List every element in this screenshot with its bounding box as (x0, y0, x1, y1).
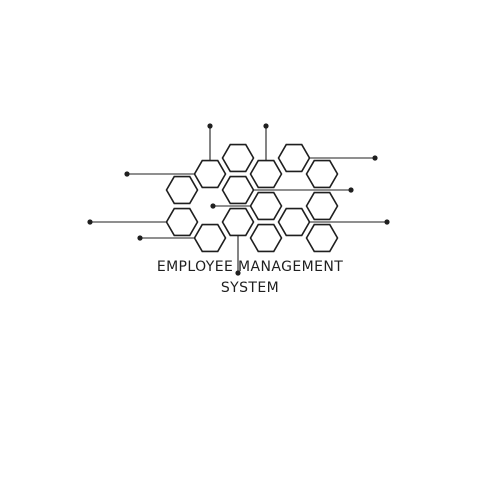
hexagon-cell (305, 191, 339, 221)
hexagon-cell (249, 223, 283, 253)
logo-title: EMPLOYEE MANAGEMENT SYSTEM (0, 257, 500, 299)
circuit-node (372, 155, 378, 161)
hexagon-cell (221, 143, 255, 173)
logo-title-line-2: SYSTEM (220, 280, 280, 296)
hexagon-cell (277, 207, 311, 237)
circuit-node (207, 123, 213, 129)
circuit-node (235, 270, 241, 276)
hexagon-cell (193, 159, 227, 189)
hexagon-cell (165, 207, 199, 237)
hexagon-cell (221, 175, 255, 205)
circuit-node (87, 219, 93, 225)
hexagon-cell (193, 223, 227, 253)
hexagon-cell (249, 191, 283, 221)
hexagon-cell (305, 223, 339, 253)
hexagon-cell (249, 159, 283, 189)
circuit-node (124, 171, 130, 177)
hexagon-cell (277, 143, 311, 173)
hexagon-cell (305, 159, 339, 189)
circuit-node (210, 203, 216, 209)
circuit-node (137, 235, 143, 241)
hexagon-cell (165, 175, 199, 205)
circuit-node (263, 123, 269, 129)
logo-title-line-1: EMPLOYEE MANAGEMENT (156, 259, 344, 275)
circuit-node (348, 187, 354, 193)
circuit-node (384, 219, 390, 225)
hexagon-cell (221, 207, 255, 237)
